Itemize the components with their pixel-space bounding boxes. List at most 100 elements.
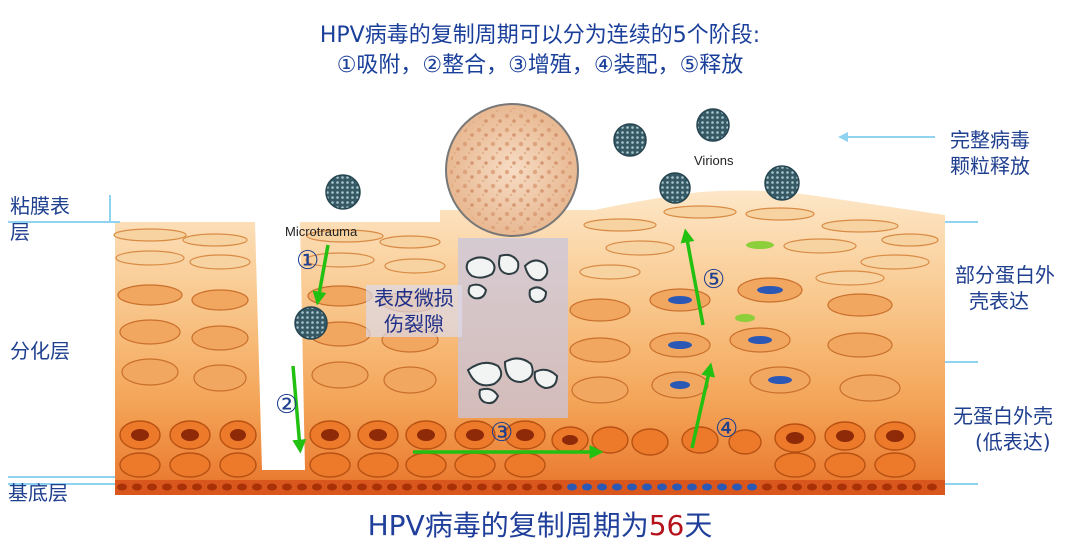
footer-caption: HPV病毒的复制周期为56天 xyxy=(0,504,1080,544)
footer-prefix: HPV病毒的复制周期为 xyxy=(367,509,649,542)
basal-cell-nucleus xyxy=(657,483,667,491)
arrow-stage-1 xyxy=(312,244,330,306)
stage-4-marker: ④ xyxy=(715,414,739,444)
basal-cell-nucleus xyxy=(552,483,562,491)
basal-cell-nucleus xyxy=(732,483,742,491)
stage-1-marker: ① xyxy=(296,246,320,276)
basal-cell-nucleus xyxy=(897,483,907,491)
basal-cell-nucleus xyxy=(882,483,892,491)
basal-cell-nucleus xyxy=(327,483,337,491)
basal-cell-nucleus xyxy=(717,483,727,491)
basal-cells xyxy=(117,483,937,491)
guide-lines xyxy=(8,136,978,485)
release-label: 完整病毒 颗粒释放 xyxy=(950,127,1030,179)
round-cell-nuclei xyxy=(131,429,904,445)
stage-5-marker: ⑤ xyxy=(702,265,726,295)
basal-cell-nucleus xyxy=(537,483,547,491)
stage-arrows xyxy=(291,228,715,459)
basal-cell-nucleus xyxy=(927,483,937,491)
basal-cell-nucleus xyxy=(822,483,832,491)
basal-cell-nucleus xyxy=(207,483,217,491)
basal-cell-nucleus xyxy=(762,483,772,491)
virus-fragments xyxy=(465,253,559,405)
partial-capsid-label-line-1: 部分蛋白外 xyxy=(955,263,1055,287)
wound-slit-label-line-1: 表皮微损 xyxy=(374,286,454,310)
basal-cell-nucleus xyxy=(177,483,187,491)
basal-cell-nucleus xyxy=(282,483,292,491)
basal-cell-nucleus xyxy=(372,483,382,491)
no-capsid-label-line-1: 无蛋白外壳 xyxy=(953,404,1053,428)
basal-cell-nucleus xyxy=(612,483,622,491)
basal-cell-nucleus xyxy=(132,483,142,491)
basal-cell-nucleus xyxy=(492,483,502,491)
basal-cell-nucleus xyxy=(597,483,607,491)
basal-cell-nucleus xyxy=(627,483,637,491)
basal-cell-nucleus xyxy=(147,483,157,491)
basal-cell-nucleus xyxy=(432,483,442,491)
stage-3-marker: ③ xyxy=(490,418,514,448)
virions-label: Virions xyxy=(694,153,734,168)
basal-cell-nucleus xyxy=(912,483,922,491)
basal-cell-nucleus xyxy=(222,483,232,491)
basal-cell-nucleus xyxy=(237,483,247,491)
basal-cell-nucleus xyxy=(672,483,682,491)
basal-cell-nucleus xyxy=(387,483,397,491)
microtrauma-gap xyxy=(255,222,305,470)
basal-cell-nucleus xyxy=(462,483,472,491)
virion-5 xyxy=(659,172,691,204)
mucosa-layer-label: 粘膜表 层 xyxy=(10,193,70,245)
basal-cell-nucleus xyxy=(192,483,202,491)
stage-2-marker: ② xyxy=(275,390,299,420)
capsid-expression xyxy=(735,241,774,322)
virion-2 xyxy=(294,306,328,340)
virion-6 xyxy=(764,165,800,201)
release-pointer xyxy=(838,132,848,142)
virion-1 xyxy=(325,174,361,210)
basal-cell-nucleus xyxy=(747,483,757,491)
basal-cell-nucleus xyxy=(792,483,802,491)
no-capsid-label-line-2: (低表达) xyxy=(975,430,1051,454)
basal-cell-nucleus xyxy=(447,483,457,491)
basal-cell-nucleus xyxy=(402,483,412,491)
basal-cell-nucleus xyxy=(312,483,322,491)
basal-cell-nucleus xyxy=(477,483,487,491)
microtrauma-label: Microtrauma xyxy=(285,224,358,239)
basal-cell-nucleus xyxy=(567,483,577,491)
arrow-stage-2 xyxy=(291,365,307,454)
wound-slit-label-line-2: 伤裂隙 xyxy=(384,312,444,336)
arrow-stage-4 xyxy=(690,362,715,449)
differentiated-layer-label: 分化层 xyxy=(10,339,70,363)
basal-cell-nucleus xyxy=(297,483,307,491)
basal-cell-nucleus xyxy=(507,483,517,491)
virion-3 xyxy=(613,123,647,157)
basal-cell-nucleus xyxy=(522,483,532,491)
basal-cell-nucleus xyxy=(342,483,352,491)
footer-days: 56 xyxy=(648,509,685,542)
title-line-2: ①吸附，②整合，③增殖，④装配，⑤释放 xyxy=(336,53,744,78)
release-label-line-1: 完整病毒 xyxy=(950,128,1030,152)
mucosa-layer-label-line-1: 粘膜表 xyxy=(10,194,70,218)
basal-cell-nucleus xyxy=(702,483,712,491)
no-capsid-label: 无蛋白外壳 (低表达) xyxy=(953,403,1053,455)
virion-4 xyxy=(696,108,730,142)
basal-layer-label: 基底层 xyxy=(8,481,68,505)
basal-cell-nucleus xyxy=(417,483,427,491)
title-line-1: HPV病毒的复制周期可以分为连续的5个阶段: xyxy=(319,23,761,48)
footer-suffix: 天 xyxy=(684,509,713,542)
basal-cell-nucleus xyxy=(582,483,592,491)
arrow-stage-5 xyxy=(680,228,705,326)
basal-cell-nucleus xyxy=(357,483,367,491)
basal-cell-nucleus xyxy=(267,483,277,491)
flat-cells xyxy=(113,205,939,286)
partial-capsid-label: 部分蛋白外 壳表达 xyxy=(955,262,1055,314)
basal-cell-nucleus xyxy=(777,483,787,491)
mucosa-layer-label-line-2: 层 xyxy=(10,220,30,244)
basal-cell-nucleus xyxy=(807,483,817,491)
release-label-line-2: 颗粒释放 xyxy=(950,154,1030,178)
large-cell-texture xyxy=(450,108,574,232)
basal-cell-nucleus xyxy=(162,483,172,491)
basal-cell-nucleus xyxy=(852,483,862,491)
partial-capsid-label-line-2: 壳表达 xyxy=(969,289,1029,313)
